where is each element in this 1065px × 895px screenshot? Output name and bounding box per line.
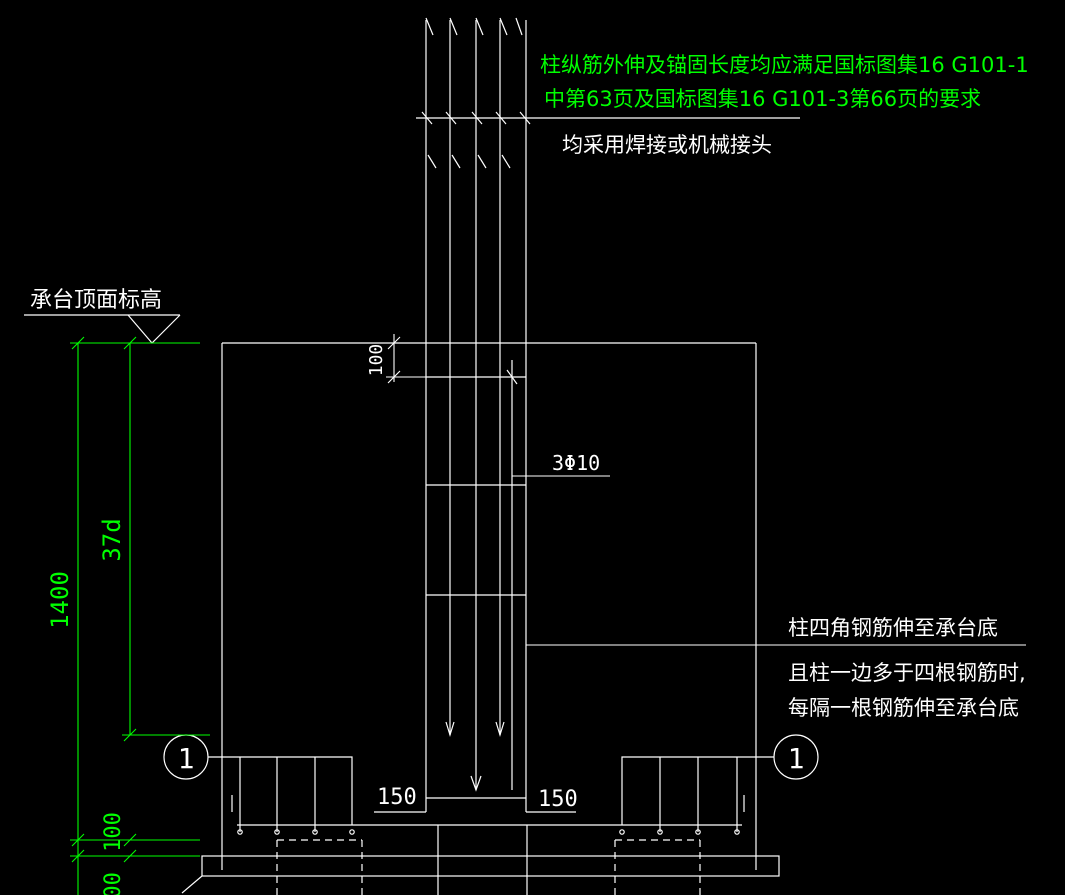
dim-cover-left: 150 <box>377 785 417 810</box>
anchorage-note-line2: 中第63页及国标图集16 G101-3第66页的要求 <box>544 87 981 111</box>
break-symbol <box>475 17 484 36</box>
splice-note: 均采用焊接或机械接头 <box>562 133 772 157</box>
elevation-marker <box>24 314 181 344</box>
elevation-triangle <box>127 314 181 344</box>
splice-tick <box>477 154 487 169</box>
splice-tick <box>451 154 461 169</box>
break-symbol <box>449 17 458 36</box>
callout-number: 1 <box>178 742 195 775</box>
rebar-dot <box>312 829 318 835</box>
rebar-end-hook <box>470 775 482 792</box>
top-offset-dim <box>386 334 426 384</box>
rebar-end-hook <box>445 721 455 738</box>
pile-top-rebar <box>208 756 774 835</box>
splice-tick <box>445 111 457 125</box>
rebar-dot <box>349 829 355 835</box>
splice-tick <box>471 111 483 125</box>
rebar-dot <box>657 829 663 835</box>
side-bars-note-line1: 且柱一边多于四根钢筋时, <box>788 661 1026 685</box>
break-symbol <box>425 17 434 36</box>
cap-top-elevation-label: 承台顶面标高 <box>30 288 162 313</box>
corner-bars-note: 柱四角钢筋伸至承台底 <box>788 616 998 640</box>
dim-tick <box>123 849 137 863</box>
rebar-end-hook <box>495 721 505 738</box>
rebar-dot <box>619 829 625 835</box>
rebar-dot <box>695 829 701 835</box>
dim-bottom-1: 100 <box>101 812 126 852</box>
splice-tick <box>519 111 531 125</box>
callout-left: 1 <box>163 734 209 780</box>
dim-tick <box>123 833 137 847</box>
dim-anchorage: 37d <box>98 518 126 561</box>
anchorage-note-line1: 柱纵筋外伸及锚固长度均应满足国标图集16 G101-1 <box>540 53 1029 77</box>
splice-tick <box>495 111 507 125</box>
rebar-dot <box>237 829 243 835</box>
dim-tick <box>123 728 137 742</box>
rebar-dot <box>274 829 280 835</box>
column <box>416 17 800 812</box>
pile-right-top-frame <box>621 756 774 825</box>
blinding-layer <box>201 855 780 877</box>
callout-right: 1 <box>773 734 819 780</box>
splice-tick <box>427 154 437 169</box>
dim-cover-right: 150 <box>538 787 578 812</box>
dimensions <box>70 336 210 895</box>
dim-total-height: 1400 <box>46 571 74 629</box>
dim-tick <box>71 849 85 863</box>
dim-tick <box>71 336 85 350</box>
callout-bubble <box>773 734 819 780</box>
dim-tick <box>387 370 401 384</box>
splice-tick <box>421 111 433 125</box>
dim-tick <box>123 336 137 350</box>
rebar-dot <box>734 829 740 835</box>
cap-corner-slope <box>181 875 203 894</box>
break-symbol <box>499 17 508 36</box>
dim-bottom-2: 100 <box>101 872 126 895</box>
break-symbol <box>515 17 523 36</box>
splice-tick <box>501 154 511 169</box>
pile-left-top-frame <box>208 756 353 825</box>
pile-cap <box>181 342 780 895</box>
callout-number: 1 <box>788 742 805 775</box>
stirrup-label: 3Φ10 <box>552 451 600 475</box>
stirrup-tick <box>506 369 518 385</box>
dim-top-offset: 100 <box>366 344 387 377</box>
dim-tick <box>71 833 85 847</box>
side-bars-note-line2: 每隔一根钢筋伸至承台底 <box>788 696 1019 720</box>
dim-tick <box>387 336 401 350</box>
